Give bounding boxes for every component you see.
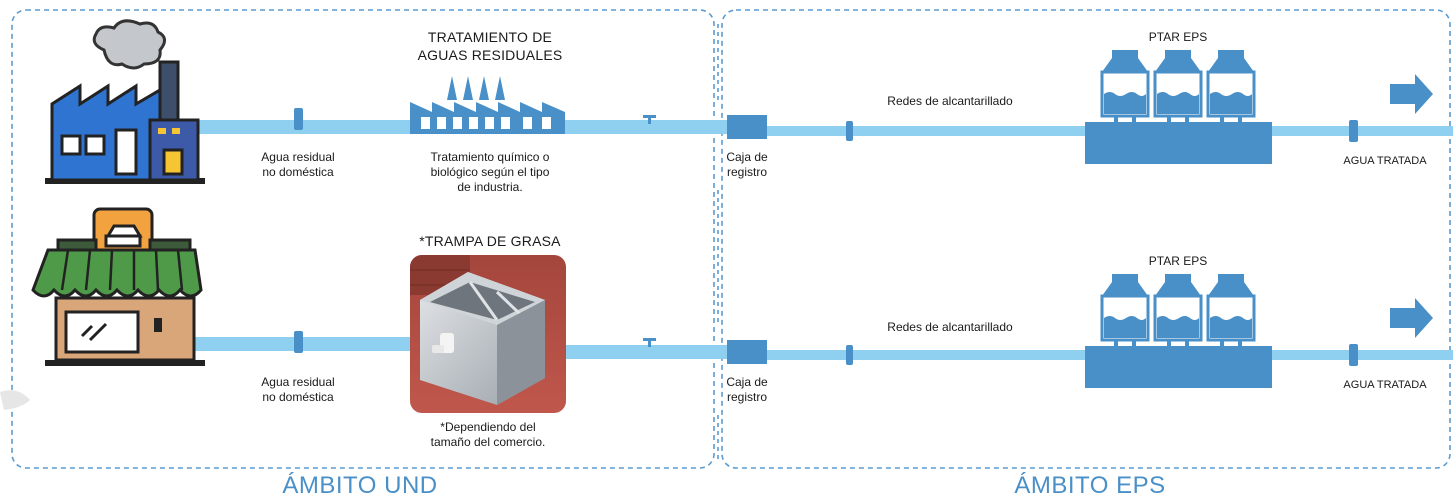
treatment-title: TRATAMIENTO DE AGUAS RESIDUALES: [400, 28, 580, 64]
bottom-registry-box: [727, 340, 767, 364]
edge-fragment: [0, 390, 30, 410]
top-coupling-1: [294, 108, 303, 130]
bottom-water-label-line2: no doméstica: [262, 390, 334, 404]
scope-eps-border: [721, 9, 1451, 469]
bottom-flow-arrow-icon: [1390, 298, 1433, 338]
treatment-title-line1: TRATAMIENTO DE: [427, 29, 553, 45]
scope-und-label: ÁMBITO UND: [282, 472, 438, 499]
top-registry-box: [727, 115, 767, 139]
top-coupling-3: [1349, 120, 1358, 142]
top-network-label: Redes de alcantarillado: [887, 94, 1013, 108]
factory-icon: [45, 19, 205, 184]
scope-eps-label: ÁMBITO EPS: [1014, 472, 1166, 499]
bottom-network-label: Redes de alcantarillado: [887, 320, 1013, 334]
top-water-label-line1: Agua residual: [261, 150, 335, 164]
treatment-note-line1: Tratamiento químico o: [430, 150, 550, 164]
top-flow-arrow-icon: [1390, 74, 1433, 114]
ptar-top-icon: [1085, 50, 1272, 164]
top-valve-icon: [643, 115, 656, 124]
bottom-valve-icon: [643, 338, 656, 347]
grease-trap-image: [410, 255, 566, 413]
top-water-label: Agua residual no doméstica: [238, 150, 358, 180]
treatment-note-line2: biológico según el tipo: [430, 165, 550, 179]
scope-und-border: [11, 9, 715, 469]
bottom-box-label-line1: Caja de: [726, 375, 768, 389]
shop-icon: [31, 207, 205, 366]
top-box-label-line2: registro: [726, 165, 767, 179]
trap-note-line1: *Dependiendo del: [440, 420, 536, 434]
bottom-water-label-line1: Agua residual: [261, 375, 335, 389]
bottom-box-label: Caja de registro: [712, 375, 782, 405]
trap-note-line2: tamaño del comercio.: [430, 435, 546, 449]
bottom-coupling-2: [846, 345, 853, 365]
bottom-coupling-1: [294, 331, 303, 353]
bottom-water-label: Agua residual no doméstica: [238, 375, 358, 405]
treatment-note-line3: de industria.: [457, 180, 523, 194]
bottom-plant-label: PTAR EPS: [1148, 254, 1208, 268]
top-box-label: Caja de registro: [712, 150, 782, 180]
trap-note: *Dependiendo del tamaño del comercio.: [408, 420, 568, 450]
ptar-bottom-icon: [1085, 274, 1272, 388]
bottom-treated-label: AGUA TRATADA: [1343, 379, 1427, 391]
top-box-label-line1: Caja de: [726, 150, 768, 164]
trap-title: *TRAMPA DE GRASA: [419, 233, 561, 249]
top-coupling-2: [846, 121, 853, 141]
top-plant-label: PTAR EPS: [1148, 30, 1208, 44]
treatment-note: Tratamiento químico o biológico según el…: [405, 150, 575, 195]
top-treated-label: AGUA TRATADA: [1343, 155, 1427, 167]
bottom-box-label-line2: registro: [726, 390, 767, 404]
treatment-title-line2: AGUAS RESIDUALES: [417, 47, 563, 63]
bottom-coupling-3: [1349, 344, 1358, 366]
top-water-label-line2: no doméstica: [262, 165, 334, 179]
treatment-plant-icon: [410, 76, 565, 134]
